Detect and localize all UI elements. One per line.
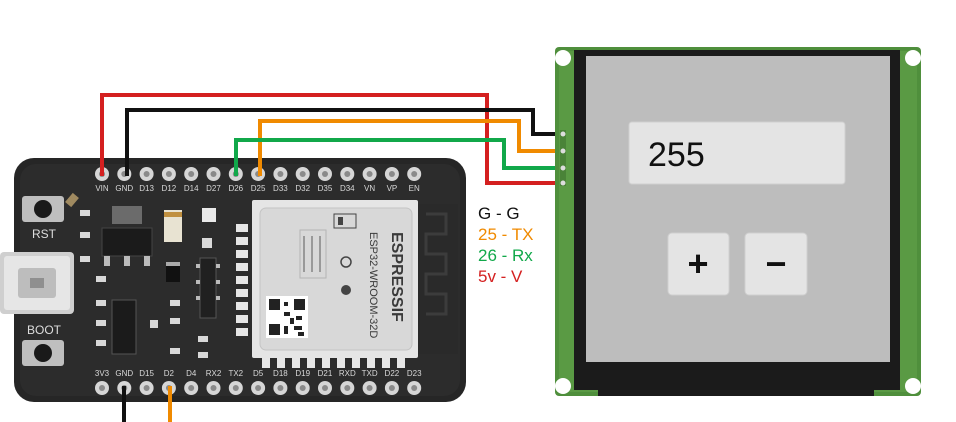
wire-gnd — [125, 108, 562, 176]
bottom-pin-label: D2 — [164, 369, 175, 378]
mount-hole — [555, 50, 571, 66]
usb-port — [0, 252, 74, 314]
top-pin-label: D25 — [251, 184, 266, 193]
top-pin-label: D13 — [139, 184, 154, 193]
bottom-pin-label: 3V3 — [95, 369, 110, 378]
bottom-pin-label: D21 — [318, 369, 333, 378]
fcc-logo-icon — [333, 213, 357, 229]
plus-button-label: + — [687, 243, 708, 284]
wire-vin — [100, 93, 562, 185]
reset-button[interactable]: RST — [22, 196, 64, 241]
qr-code — [266, 296, 308, 338]
top-pin-label: EN — [409, 184, 420, 193]
minus-button[interactable]: − — [744, 232, 808, 296]
board-components — [65, 192, 220, 358]
bottom-pin-label: D22 — [385, 369, 400, 378]
top-pin-label: VP — [387, 184, 398, 193]
module-model: ESP32-WROOM-32D — [367, 232, 379, 338]
bottom-pin-label: D23 — [407, 369, 422, 378]
top-pin-label: D33 — [273, 184, 288, 193]
top-pin-label: GND — [115, 184, 133, 193]
top-pin-label: VIN — [95, 184, 109, 193]
top-pin-header: VIN GND D13 D12 D14 D27 D26 D25 D33 D32 D35 D34 VN VP… — [95, 167, 422, 193]
top-pin-label: D27 — [206, 184, 221, 193]
esp32-board: VIN GND D13 D12 D14 D27 D26 D25 D33 D32 D35 D34 VN VP… — [0, 158, 466, 402]
top-pin-label: D35 — [318, 184, 333, 193]
top-pin-label: D34 — [340, 184, 355, 193]
bottom-pin-label: TXD — [362, 369, 378, 378]
legend-rx: 26 - Rx — [478, 246, 533, 265]
top-pin-label: D12 — [162, 184, 177, 193]
module-fine-print — [299, 229, 327, 279]
bottom-pin-label: D18 — [273, 369, 288, 378]
mount-hole — [555, 378, 571, 394]
bottom-pin-label: RXD — [339, 369, 356, 378]
module-brand: ESPRESSIF — [388, 232, 405, 322]
minus-button-label: − — [765, 243, 786, 284]
reset-button-label: RST — [32, 227, 57, 241]
bottom-pin-label: D19 — [295, 369, 310, 378]
wifi-logo-icon — [341, 285, 351, 295]
bottom-pin-label: D15 — [139, 369, 154, 378]
legend-tx: 25 - TX — [478, 225, 533, 244]
plus-button[interactable]: + — [667, 232, 730, 296]
mount-hole — [905, 50, 921, 66]
boot-button[interactable]: BOOT — [22, 323, 64, 366]
ce-mark-icon — [340, 256, 352, 268]
esp32-module: ESPRESSIF ESP32-WROOM-32D — [236, 200, 458, 368]
wire-d26 — [234, 138, 562, 176]
bottom-pin-label: RX2 — [206, 369, 222, 378]
wires — [100, 93, 562, 185]
top-pin-label: D26 — [228, 184, 243, 193]
legend-gnd: G - G — [478, 204, 520, 223]
bottom-pin-label: D4 — [186, 369, 197, 378]
mount-hole — [905, 378, 921, 394]
display-connector — [560, 130, 566, 186]
top-pin-label: D14 — [184, 184, 199, 193]
value-text: 255 — [648, 136, 705, 174]
wiring-legend: G - G 25 - TX 26 - Rx 5v - V — [478, 204, 533, 286]
display-module: 255 + − — [555, 47, 921, 396]
top-pin-label: VN — [364, 184, 375, 193]
bottom-pin-label: D5 — [253, 369, 264, 378]
bottom-pin-label: TX2 — [228, 369, 243, 378]
legend-vin: 5v - V — [478, 267, 523, 286]
bottom-pin-header: 3V3 GND D15 D2 D4 RX2 TX2 D5 D18 D19 D21 RXD TXD D22 D… — [95, 369, 422, 395]
bottom-pin-label: GND — [115, 369, 133, 378]
display-screen — [586, 56, 890, 362]
boot-button-label: BOOT — [27, 323, 62, 337]
value-display — [628, 121, 846, 185]
top-pin-label: D32 — [295, 184, 310, 193]
